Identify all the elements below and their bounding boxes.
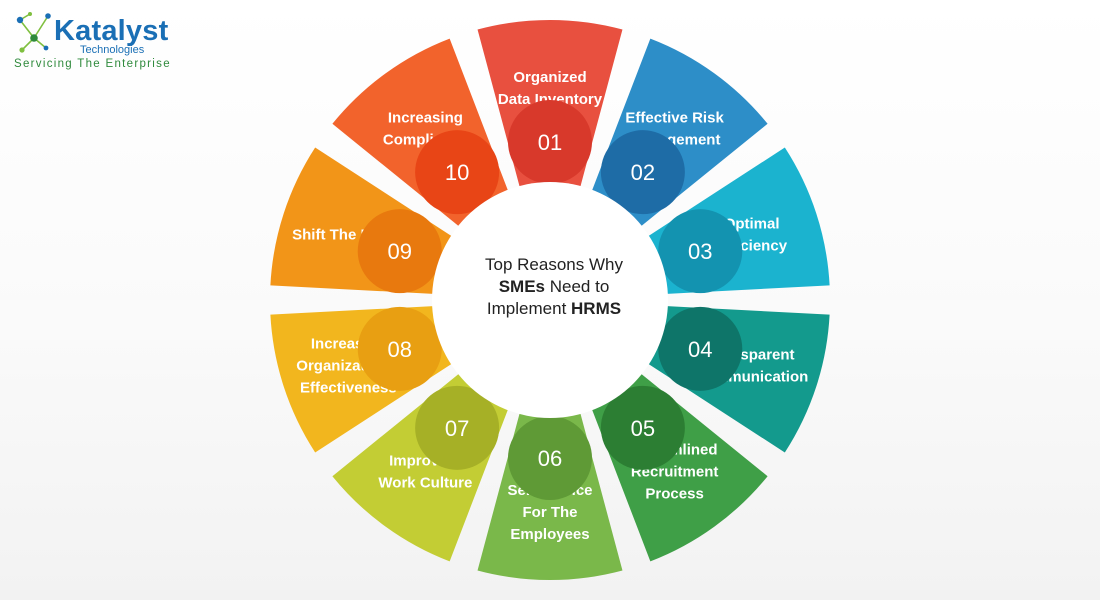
badge-04 xyxy=(658,306,743,391)
badge-08 xyxy=(357,306,442,391)
badge-06 xyxy=(508,416,592,500)
badge-number-10: 10 xyxy=(445,160,469,185)
badge-02 xyxy=(600,130,685,215)
center-title-line1: Top Reasons Why xyxy=(485,255,623,274)
katalyst-logo: Katalyst Technologies Servicing The Ente… xyxy=(14,10,194,72)
badge-03 xyxy=(658,209,743,294)
logo-tagline: Servicing The Enterprise xyxy=(14,58,171,70)
badge-07 xyxy=(415,385,500,470)
center-title: Top Reasons Why SMEs Need to Implement H… xyxy=(446,254,662,320)
badge-number-04: 04 xyxy=(688,337,712,362)
badge-01 xyxy=(508,100,592,184)
center-title-implement: Implement xyxy=(486,299,572,318)
badge-number-05: 05 xyxy=(631,416,655,441)
badge-09 xyxy=(357,209,442,294)
badge-10 xyxy=(415,130,500,215)
wheel-number-badges: 01 02 03 04 05 06 07 08 09 10 xyxy=(357,100,743,500)
logo-name: Katalyst xyxy=(54,15,169,47)
molecule-icon xyxy=(16,12,51,53)
badge-number-03: 03 xyxy=(688,239,712,264)
center-title-need: Need to xyxy=(545,277,610,296)
badge-number-01: 01 xyxy=(538,130,562,155)
center-title-line3: Implement HRMS xyxy=(446,298,662,320)
badge-number-02: 02 xyxy=(631,160,655,185)
badge-number-08: 08 xyxy=(387,337,411,362)
center-title-hrms: HRMS xyxy=(571,299,622,318)
center-title-line2: SMEs Need to xyxy=(446,276,662,298)
wheel-hub xyxy=(432,182,668,418)
center-title-smes: SMEs xyxy=(498,277,546,296)
logo-subtitle: Technologies xyxy=(80,44,145,56)
badge-number-07: 07 xyxy=(445,416,469,441)
badge-05 xyxy=(600,385,685,470)
badge-number-06: 06 xyxy=(538,446,562,471)
badge-number-09: 09 xyxy=(387,239,411,264)
